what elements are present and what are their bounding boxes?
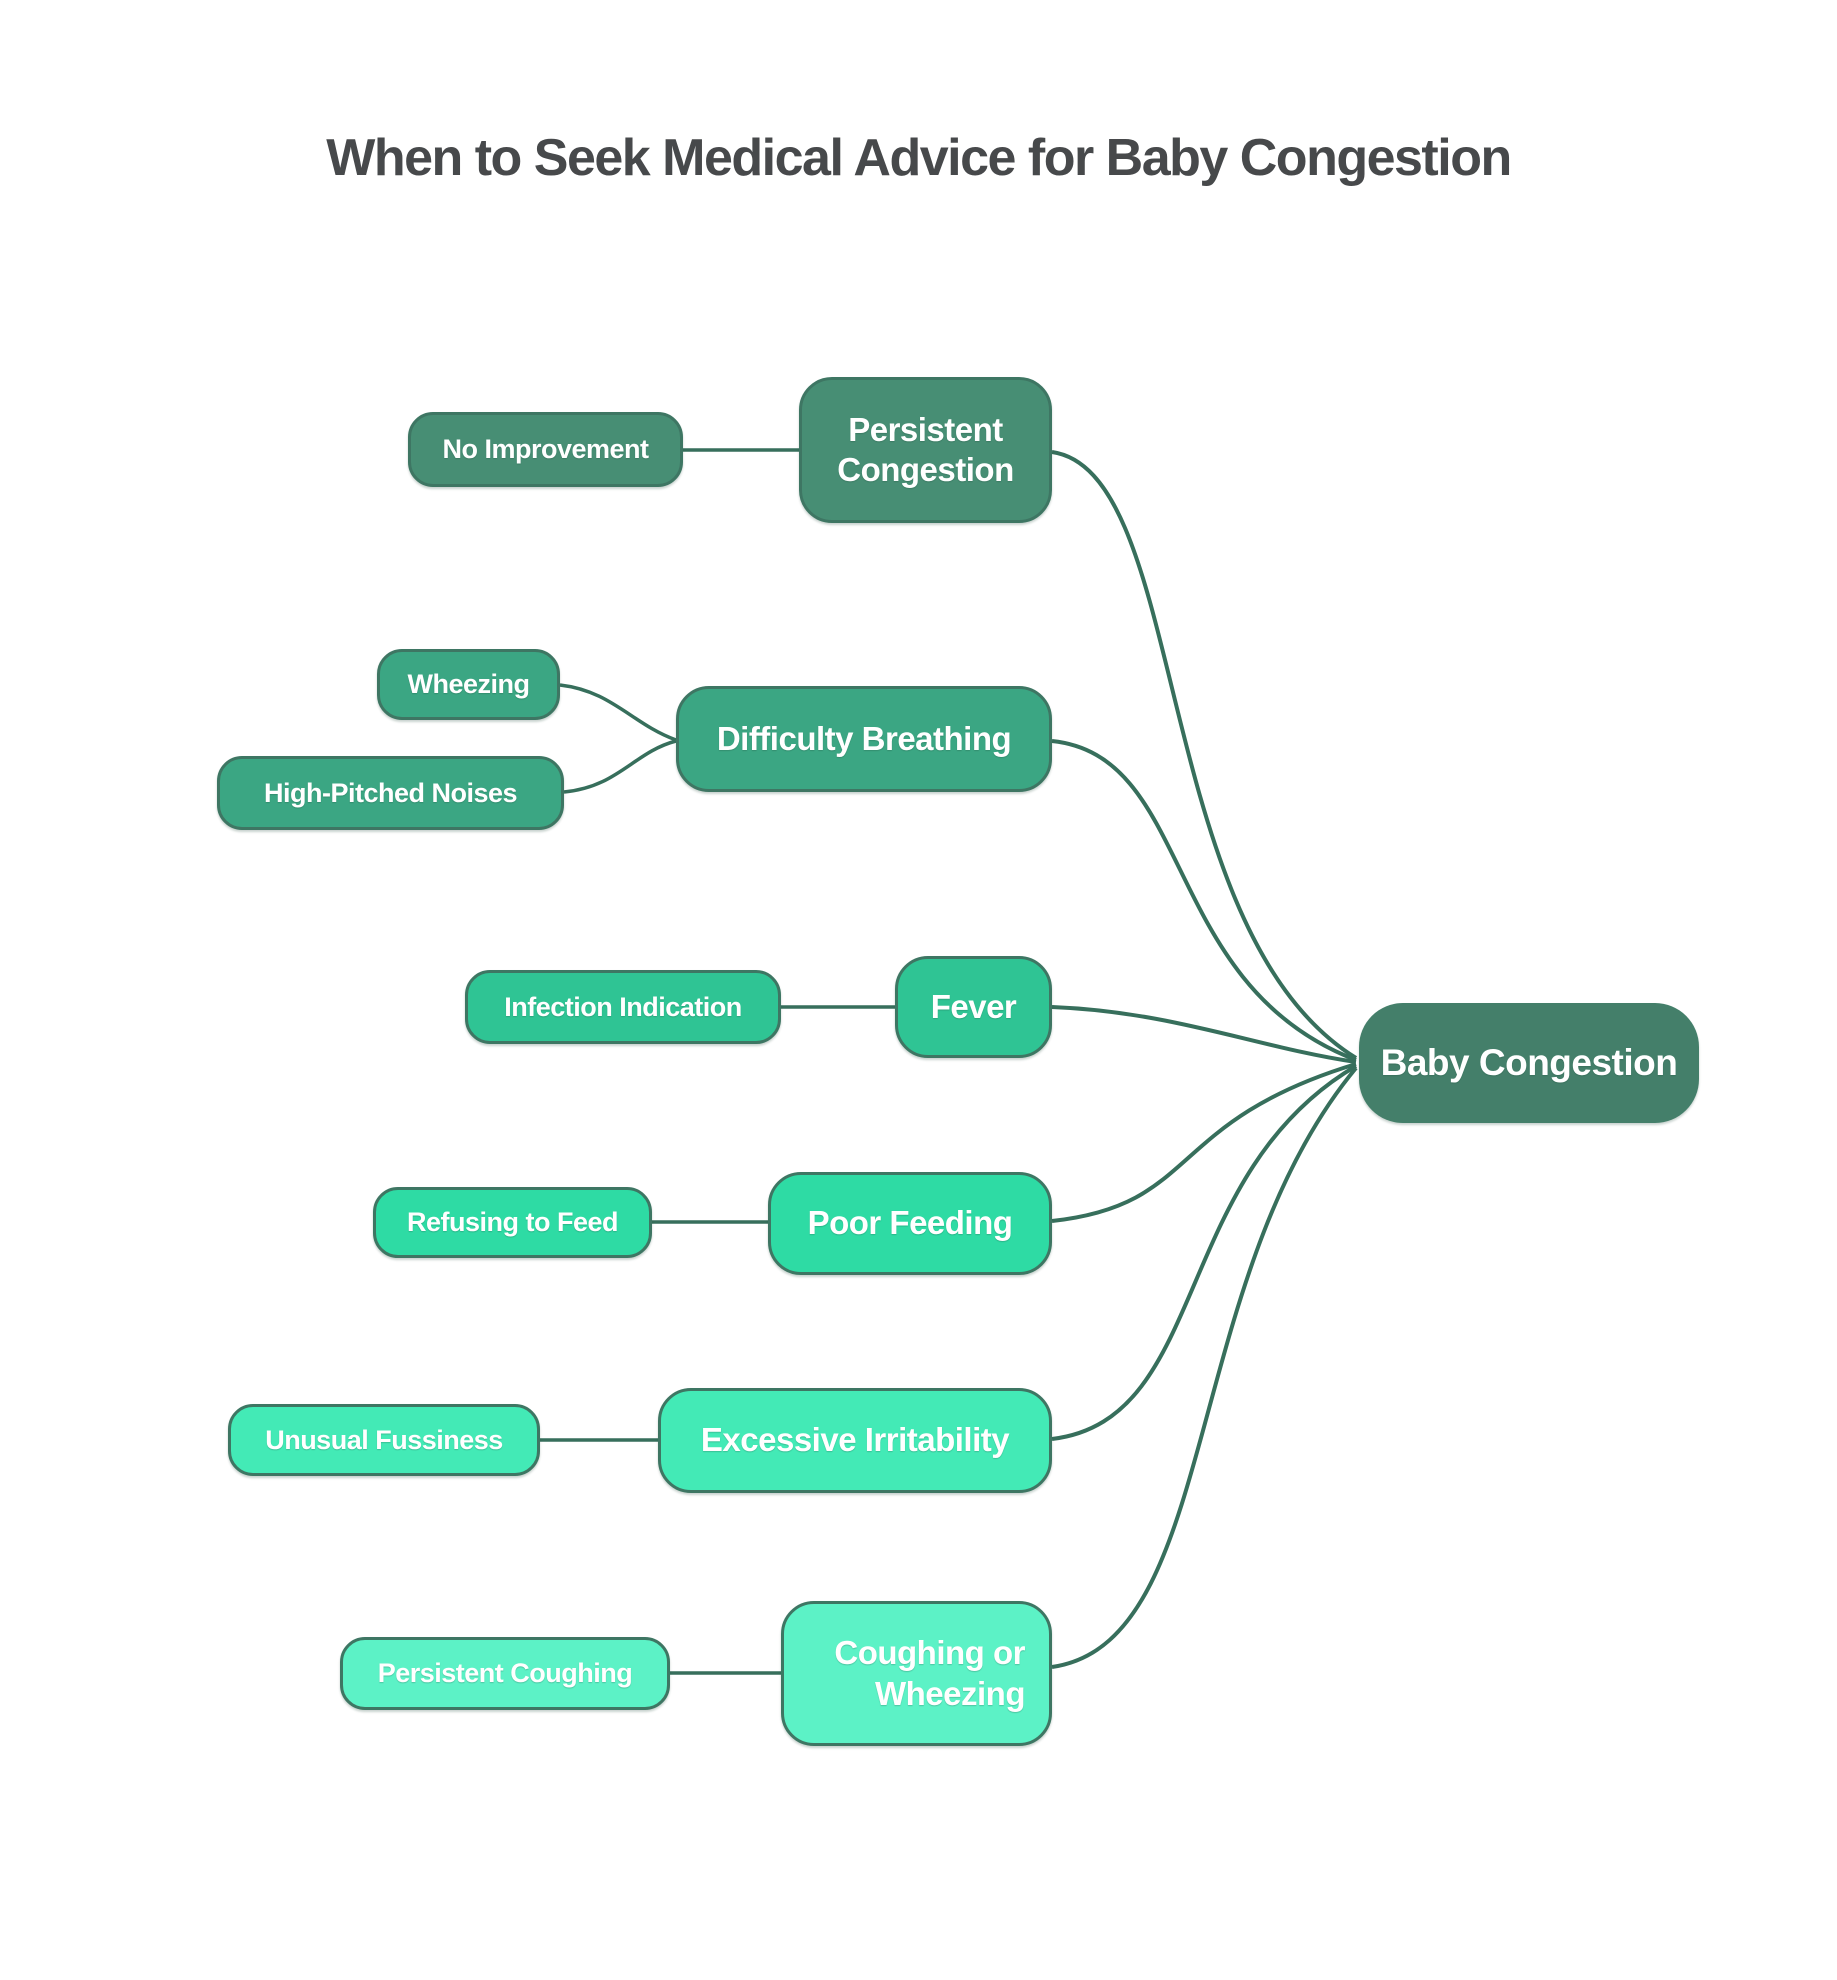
node-persistent-congestion: Persistent Congestion <box>799 377 1052 523</box>
node-wheezing: Wheezing <box>377 649 560 720</box>
node-label: Infection Indication <box>504 991 742 1022</box>
node-label: Poor Feeding <box>807 1204 1013 1242</box>
node-coughing-or-wheezing: Coughing or Wheezing <box>781 1601 1052 1746</box>
node-no-improvement: No Improvement <box>408 412 683 487</box>
node-difficulty-breathing: Difficulty Breathing <box>676 686 1052 792</box>
node-label: Unusual Fussiness <box>265 1424 503 1455</box>
node-label: Coughing or Wheezing <box>834 1634 1025 1712</box>
edge-excessive-irritability-to-root <box>1051 1064 1358 1441</box>
node-fever: Fever <box>895 956 1052 1058</box>
edge-high-pitched-to-difficulty-breathing <box>563 739 677 794</box>
node-label: Difficulty Breathing <box>716 719 1012 757</box>
node-label: High-Pitched Noises <box>263 777 518 808</box>
node-label: Refusing to Feed <box>406 1207 619 1238</box>
node-label: Persistent Congestion <box>837 410 1014 488</box>
edge-fever-to-root <box>1051 1005 1357 1064</box>
node-persistent-coughing: Persistent Coughing <box>340 1637 670 1710</box>
edge-poor-feeding-to-root <box>1051 1062 1357 1223</box>
edge-coughing-wheezing-to-root <box>1051 1066 1358 1669</box>
node-label: No Improvement <box>442 434 649 465</box>
node-poor-feeding: Poor Feeding <box>768 1172 1052 1275</box>
node-high-pitched-noises: High-Pitched Noises <box>217 756 564 830</box>
edge-difficulty-breathing-to-root <box>1051 739 1357 1062</box>
node-label: Wheezing <box>407 669 531 700</box>
edge-wheezing-to-difficulty-breathing <box>559 683 677 742</box>
node-label: Persistent Coughing <box>377 1658 633 1689</box>
node-baby-congestion: Baby Congestion <box>1359 1003 1699 1123</box>
node-label: Baby Congestion <box>1380 1042 1678 1084</box>
edge-persistent-congestion-to-root <box>1051 450 1358 1060</box>
diagram-title: When to Seek Medical Advice for Baby Con… <box>326 129 1512 187</box>
node-infection-indication: Infection Indication <box>465 970 781 1044</box>
node-label: Fever <box>930 987 1017 1025</box>
node-excessive-irritability: Excessive Irritability <box>658 1388 1052 1493</box>
node-unusual-fussiness: Unusual Fussiness <box>228 1404 540 1476</box>
node-refusing-to-feed: Refusing to Feed <box>373 1187 652 1258</box>
node-label: Excessive Irritability <box>700 1421 1010 1459</box>
